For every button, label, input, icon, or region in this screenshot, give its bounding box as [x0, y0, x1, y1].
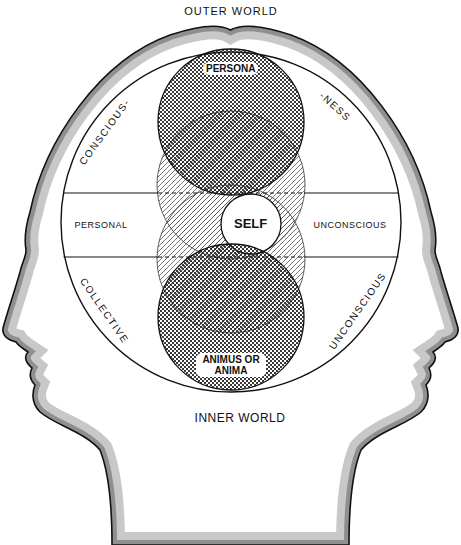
anima-circle: ANIMUS OR ANIMA	[157, 243, 305, 391]
band-label: PERSONAL	[74, 221, 127, 230]
band-label: UNCONSCIOUS	[313, 221, 386, 230]
region-label: INNER WORLD	[195, 412, 286, 424]
region-label: OUTER WORLD	[184, 6, 278, 17]
anima-label: ANIMUS OR ANIMA	[196, 353, 266, 377]
layer-label: -NESS	[318, 91, 353, 124]
layer-label: COLLECTIVE	[78, 276, 131, 345]
layer-label: CONSCIOUS-	[78, 97, 132, 167]
self-label: SELF	[231, 216, 270, 232]
persona-circle: PERSONA	[157, 48, 305, 196]
layer-label: UNCONSCIOUS	[328, 271, 389, 352]
persona-label: PERSONA	[203, 62, 258, 75]
